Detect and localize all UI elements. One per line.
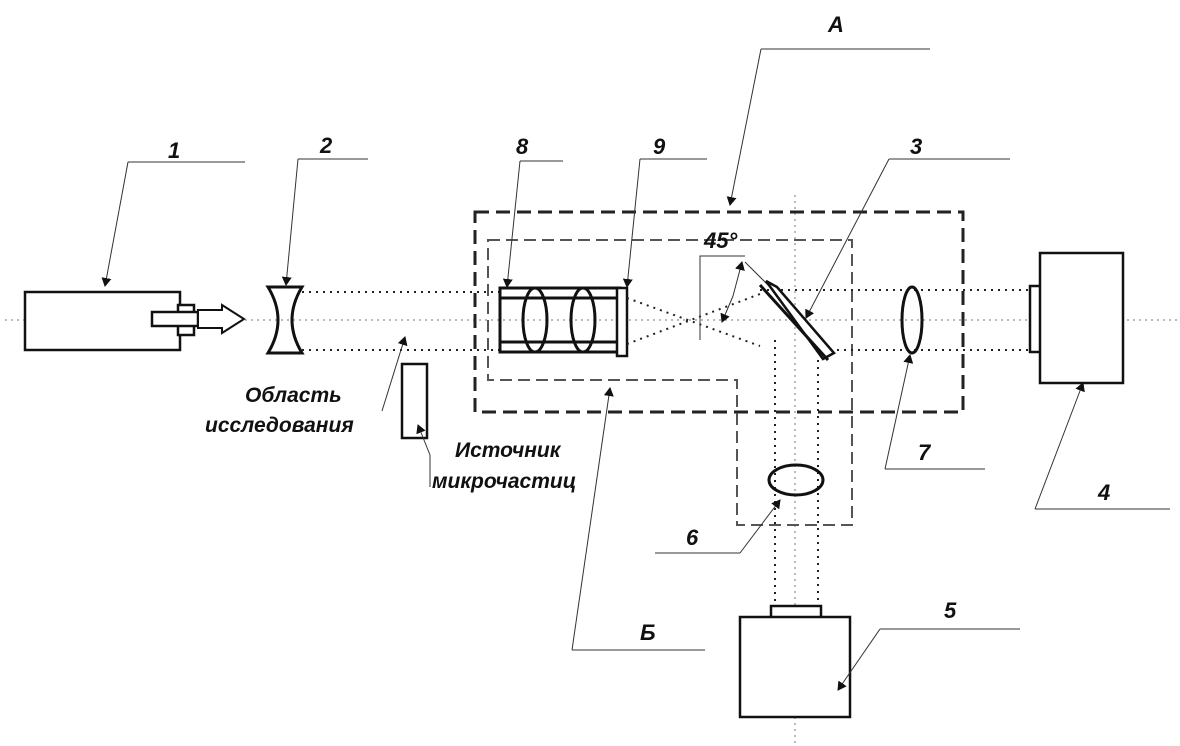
block-b-outline <box>487 239 853 526</box>
camera-4 <box>1028 251 1125 385</box>
particle-source-line2: микрочастиц <box>432 470 576 493</box>
block-a-outline <box>473 210 965 414</box>
label-3: 3 <box>910 134 922 159</box>
label-1: 1 <box>168 138 180 163</box>
diverging-lens <box>265 285 305 355</box>
label-2: 2 <box>319 133 333 158</box>
particle-source-line1: Источник <box>455 439 562 462</box>
leader-lines <box>101 48 1170 691</box>
label-a: А <box>827 12 844 37</box>
label-4: 4 <box>1097 480 1110 505</box>
label-8: 8 <box>516 134 529 159</box>
label-5: 5 <box>944 598 957 623</box>
study-area-line1: Область <box>245 384 342 407</box>
laser-source <box>23 290 246 352</box>
particle-source-box <box>400 362 429 440</box>
label-b: Б <box>640 620 656 645</box>
label-6: 6 <box>686 525 699 550</box>
angle-arrow-down <box>720 295 734 323</box>
label-angle-45: 45° <box>703 228 737 253</box>
beam-splitter <box>764 279 836 361</box>
lens-7 <box>900 285 924 355</box>
beam-splitter-edge <box>758 283 830 362</box>
label-7: 7 <box>918 440 932 465</box>
beam-cross-2 <box>626 293 761 345</box>
telescope-assembly <box>498 286 629 358</box>
study-area-line2: исследования <box>205 414 354 437</box>
camera-5 <box>738 604 852 719</box>
lens-6 <box>767 463 825 497</box>
label-9: 9 <box>653 134 666 159</box>
beam-cross-1 <box>626 297 761 347</box>
angle-bracket <box>699 255 745 340</box>
angle-arrow-up <box>732 261 745 297</box>
